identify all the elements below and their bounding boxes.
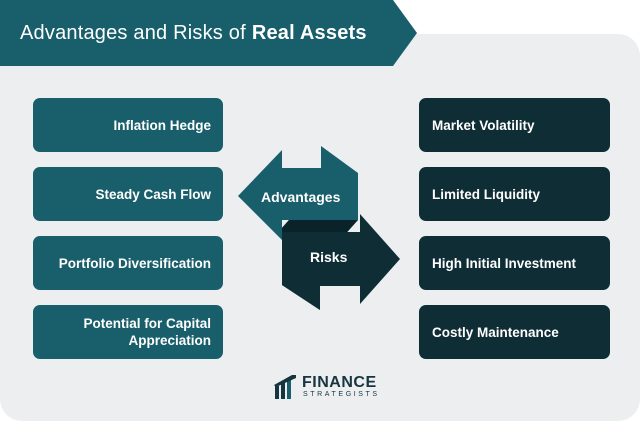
risk-item: Limited Liquidity — [419, 167, 610, 221]
title-banner: Advantages and Risks of Real Assets — [0, 0, 417, 66]
advantage-item-label: Steady Cash Flow — [95, 186, 211, 202]
advantage-item: Portfolio Diversification — [33, 236, 223, 290]
risk-item: High Initial Investment — [419, 236, 610, 290]
title-prefix: Advantages and Risks of — [20, 21, 246, 44]
risk-item: Market Volatility — [419, 98, 610, 152]
risks-label: Risks — [310, 249, 348, 265]
risk-item-label: Costly Maintenance — [432, 324, 559, 340]
risk-item: Costly Maintenance — [419, 305, 610, 359]
advantage-item-label: Portfolio Diversification — [58, 255, 211, 271]
risk-item-label: High Initial Investment — [432, 255, 577, 271]
advantage-item: Steady Cash Flow — [33, 167, 223, 221]
logo-word-strategists: STRATEGISTS — [303, 391, 380, 398]
advantages-arrow-icon — [238, 146, 358, 240]
advantages-label: Advantages — [261, 189, 341, 205]
title-emphasis: Real Assets — [251, 21, 367, 44]
bar-chart-logo-icon — [274, 375, 296, 399]
risks-arrow-icon — [282, 214, 400, 310]
risk-item-label: Limited Liquidity — [432, 186, 540, 202]
advantage-item: Potential for Capital Appreciation — [33, 305, 223, 359]
advantage-item-label: Potential for Capital Appreciation — [83, 316, 211, 348]
risk-item-label: Market Volatility — [432, 117, 535, 133]
advantage-item-label: Inflation Hedge — [113, 117, 212, 133]
advantage-item: Inflation Hedge — [33, 98, 223, 152]
logo-word-finance: FINANCE — [302, 374, 377, 391]
